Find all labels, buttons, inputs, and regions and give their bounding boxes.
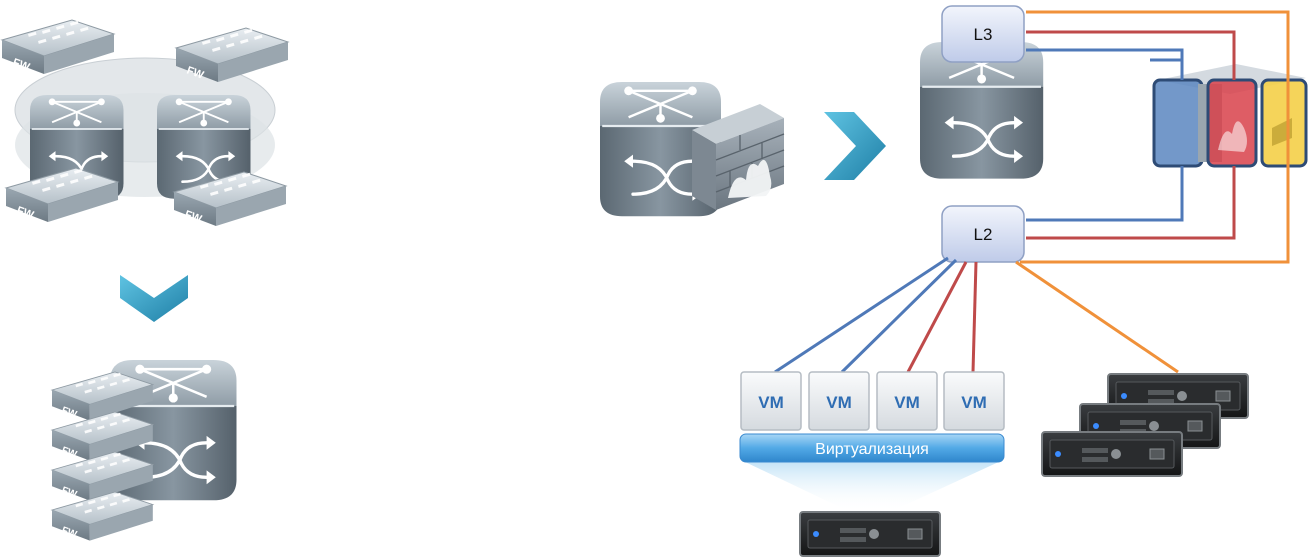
vm-group: VM VM VM VM [740, 371, 1005, 431]
vm-links [774, 256, 1179, 374]
svg-text:VM: VM [961, 393, 987, 412]
vm-box: VM [808, 371, 870, 431]
svg-text:FW: FW [185, 65, 206, 82]
fw-module-icon: FW [51, 411, 154, 462]
distributed-fw-cluster: FW FW FW FW [1, 19, 289, 227]
svg-text:FW: FW [60, 485, 79, 501]
virtualization-bar: Виртуализация [739, 433, 1005, 463]
vm-box: VM [943, 371, 1005, 431]
fw-module-icon: FW [51, 491, 154, 542]
context-links [1020, 10, 1290, 264]
svg-text:FW: FW [60, 525, 79, 541]
vm-box: VM [740, 371, 802, 431]
svg-text:FW: FW [15, 205, 36, 222]
physical-servers [1041, 373, 1249, 477]
virtual-firewalls [1152, 64, 1308, 168]
fw-module-icon: FW [51, 451, 154, 502]
consolidated-switch: FW FW FW FW [51, 358, 239, 542]
chevron-down-icon [120, 275, 188, 322]
fw-module-icon: FW [173, 171, 287, 227]
server-icon [799, 511, 941, 557]
svg-text:FW: FW [60, 405, 79, 421]
svg-text:VM: VM [758, 393, 784, 412]
fw-module-icon: FW [175, 27, 289, 83]
fw-module-icon: FW [1, 19, 115, 75]
l3-layer-box: L3 [941, 5, 1025, 63]
l2-layer-box: L2 [941, 205, 1025, 263]
fw-module-icon: FW [51, 371, 154, 422]
switch-with-firewall [598, 80, 785, 218]
virtualization-funnel [741, 460, 1003, 512]
context-blue [1152, 78, 1204, 168]
firewall-icon [692, 104, 785, 210]
server-icon [1041, 431, 1183, 477]
svg-text:FW: FW [11, 57, 32, 74]
svg-text:FW: FW [183, 209, 204, 226]
context-red [1206, 78, 1258, 168]
virtualization-label: Виртуализация [815, 441, 929, 458]
chevron-right-icon [824, 112, 886, 180]
fw-module-icon: FW [5, 167, 119, 223]
svg-text:FW: FW [60, 445, 79, 461]
l2-label: L2 [974, 225, 993, 244]
svg-text:VM: VM [894, 393, 920, 412]
vm-box: VM [876, 371, 938, 431]
l3-label: L3 [974, 25, 993, 44]
svg-text:VM: VM [826, 393, 852, 412]
